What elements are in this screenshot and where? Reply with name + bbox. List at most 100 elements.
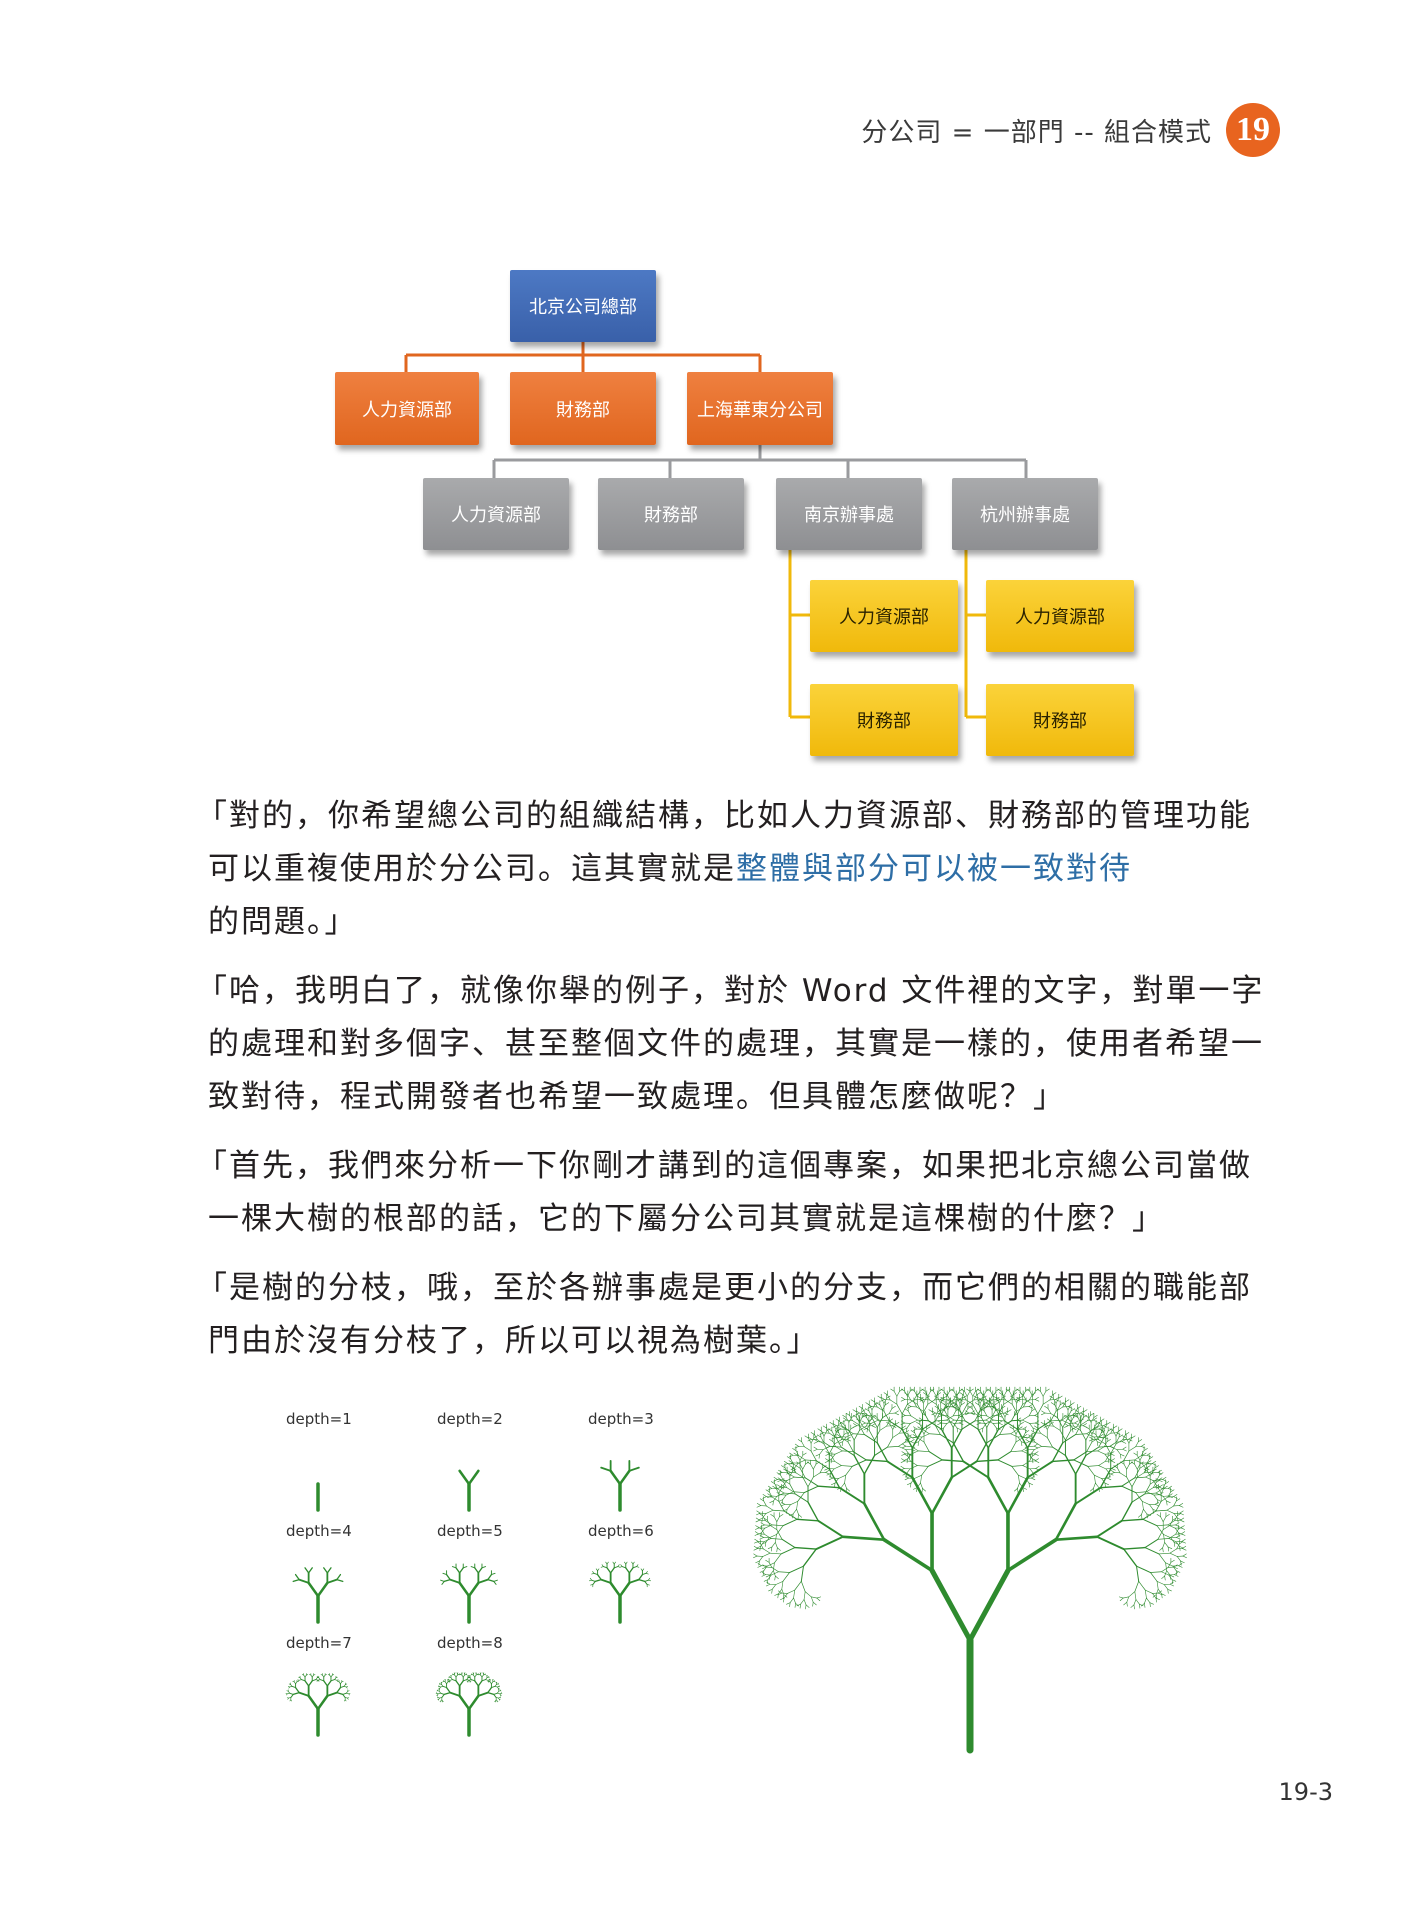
tree-branch bbox=[487, 1578, 495, 1583]
tree-branch bbox=[1051, 1459, 1075, 1463]
tree-branch bbox=[755, 1519, 760, 1523]
tree-branch bbox=[323, 1674, 326, 1678]
small-tree-depth-8 bbox=[435, 1672, 503, 1737]
tree-branch bbox=[906, 1468, 911, 1474]
tree-branch bbox=[771, 1546, 773, 1552]
tree-branch bbox=[1156, 1581, 1165, 1585]
tree-branch bbox=[813, 1441, 819, 1444]
tree-branch bbox=[346, 1692, 350, 1695]
tree-branch bbox=[1073, 1459, 1089, 1467]
tree-branch bbox=[441, 1684, 444, 1687]
tree-branch bbox=[1062, 1414, 1067, 1418]
tree-branch bbox=[1157, 1590, 1162, 1594]
tree-branch bbox=[769, 1500, 774, 1503]
tree-branch bbox=[310, 1674, 313, 1678]
tree-branch bbox=[757, 1532, 762, 1535]
tree-branch bbox=[983, 1404, 988, 1407]
tree-branch bbox=[853, 1433, 865, 1435]
tree-branch bbox=[830, 1468, 835, 1474]
tree-branch bbox=[452, 1673, 454, 1675]
tree-branch bbox=[602, 1566, 608, 1569]
tree-branch bbox=[1026, 1388, 1031, 1392]
tree-branch bbox=[288, 1697, 292, 1699]
tree-branch bbox=[985, 1415, 993, 1421]
tree-branch bbox=[1121, 1485, 1137, 1494]
tree-branch bbox=[757, 1563, 762, 1566]
tree-branch bbox=[1090, 1425, 1099, 1431]
tree-branch bbox=[922, 1488, 926, 1492]
tree-branch bbox=[867, 1404, 872, 1407]
tree-branch bbox=[1082, 1414, 1088, 1418]
tree-branch bbox=[1106, 1475, 1111, 1479]
tree-branch bbox=[1042, 1390, 1047, 1397]
tree-branch bbox=[928, 1433, 941, 1435]
tree-branch bbox=[909, 1388, 914, 1392]
tree-branch bbox=[904, 1430, 909, 1434]
tree-branch bbox=[840, 1421, 845, 1425]
tree-branch bbox=[1131, 1476, 1138, 1488]
tree-branch bbox=[756, 1541, 761, 1545]
paragraph-1: 「對的，你希望總公司的組織結構，比如人力資源部、財務部的管理功能可以重複使用於分… bbox=[196, 790, 1276, 949]
tree-branch bbox=[1147, 1460, 1152, 1464]
tree-branch bbox=[969, 1390, 974, 1397]
tree-branch bbox=[798, 1514, 803, 1518]
tree-branch bbox=[1126, 1463, 1130, 1470]
tree-branch bbox=[763, 1565, 768, 1571]
tree-branch bbox=[940, 1396, 945, 1400]
tree-branch bbox=[977, 1415, 982, 1418]
tree-branch bbox=[618, 1469, 631, 1486]
tree-branch bbox=[759, 1534, 764, 1538]
tree-branch bbox=[1028, 1437, 1033, 1440]
tree-branch bbox=[1057, 1417, 1061, 1423]
tree-branch bbox=[304, 1674, 307, 1678]
tree-branch bbox=[1016, 1396, 1021, 1400]
tree-branch bbox=[1037, 1420, 1052, 1430]
tree-branch bbox=[826, 1473, 831, 1476]
tree-branch bbox=[797, 1514, 799, 1519]
tree-branch bbox=[799, 1467, 806, 1479]
tree-branch bbox=[1098, 1428, 1103, 1432]
tree-branch bbox=[1141, 1514, 1143, 1519]
tree-branch bbox=[776, 1516, 780, 1522]
tree-branch bbox=[876, 1442, 889, 1463]
tree-branch bbox=[975, 1442, 988, 1463]
tree-branch bbox=[912, 1436, 917, 1439]
tree-branch bbox=[853, 1423, 858, 1427]
tree-branch bbox=[769, 1552, 782, 1555]
tree-branch bbox=[982, 1423, 987, 1429]
tree-branch bbox=[1162, 1525, 1171, 1530]
tree-branch bbox=[1073, 1451, 1088, 1461]
tree-branch bbox=[1178, 1563, 1183, 1566]
tree-branch bbox=[1155, 1588, 1159, 1595]
tree-branch bbox=[1029, 1455, 1033, 1462]
tree-branch bbox=[439, 1682, 441, 1685]
tree-branch bbox=[867, 1406, 872, 1409]
tree-branch bbox=[318, 1677, 321, 1680]
tree-branch bbox=[455, 1567, 461, 1574]
tree-branch bbox=[763, 1500, 767, 1507]
tree-branch bbox=[766, 1505, 774, 1511]
tree-branch bbox=[1175, 1528, 1179, 1535]
tree-branch bbox=[793, 1463, 801, 1469]
tree-branch bbox=[1160, 1488, 1165, 1494]
tree-branch bbox=[937, 1415, 943, 1418]
tree-branch bbox=[979, 1397, 984, 1404]
tree-branch bbox=[592, 1571, 595, 1574]
tree-branch bbox=[1150, 1571, 1162, 1573]
tree-branch bbox=[845, 1433, 854, 1438]
tree-branch bbox=[326, 1691, 338, 1697]
tree-branch bbox=[921, 1412, 926, 1416]
tree-branch bbox=[977, 1396, 982, 1400]
tree-branch bbox=[931, 1411, 936, 1418]
tree-branch bbox=[856, 1411, 860, 1418]
tree-branch bbox=[1098, 1437, 1105, 1448]
tree-branch bbox=[823, 1443, 830, 1455]
tree-branch bbox=[802, 1476, 809, 1488]
org-root: 北京公司總部 bbox=[510, 270, 656, 342]
tree-branch bbox=[922, 1420, 936, 1430]
tree-branch bbox=[481, 1674, 484, 1678]
tree-branch bbox=[877, 1419, 890, 1422]
tree-branch bbox=[868, 1430, 875, 1441]
tree-branch bbox=[892, 1424, 896, 1430]
tree-branch bbox=[1135, 1441, 1139, 1448]
